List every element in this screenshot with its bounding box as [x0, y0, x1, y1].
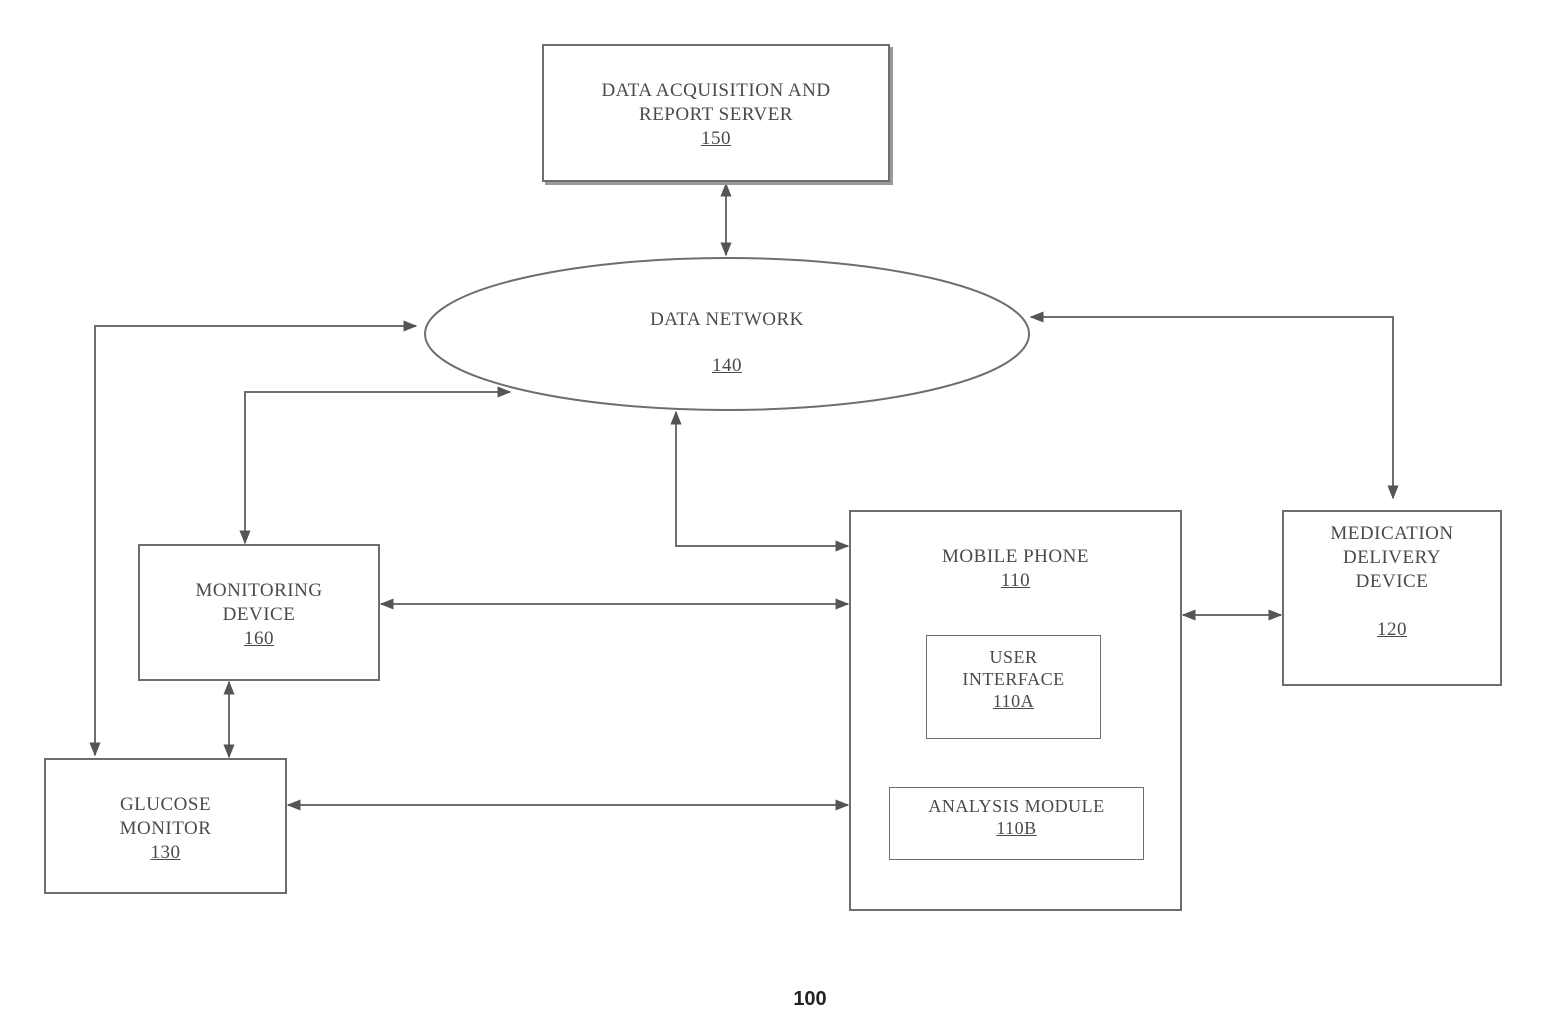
glucose-label-line-2: MONITOR — [46, 817, 285, 841]
medication-label-line-2: DELIVERY — [1284, 546, 1500, 570]
medication-label-line-3: DEVICE — [1284, 570, 1500, 594]
connector-network-phone — [676, 412, 848, 546]
medication-delivery-device-box: MEDICATION DELIVERY DEVICE 120 — [1282, 510, 1502, 686]
data-network-ref: 140 — [600, 355, 854, 377]
ui-label-line-2: INTERFACE — [927, 668, 1100, 690]
server-label-line-1: DATA ACQUISITION AND — [544, 79, 888, 103]
data-acquisition-server-box: DATA ACQUISITION AND REPORT SERVER 150 — [542, 44, 890, 182]
analysis-label-line-1: ANALYSIS MODULE — [890, 795, 1143, 817]
server-ref: 150 — [544, 127, 888, 151]
glucose-ref: 130 — [46, 841, 285, 865]
monitoring-label-line-2: DEVICE — [140, 603, 378, 627]
monitoring-ref: 160 — [140, 627, 378, 651]
glucose-label-line-1: GLUCOSE — [46, 793, 285, 817]
phone-label-line-1: MOBILE PHONE — [851, 545, 1180, 569]
user-interface-box: USER INTERFACE 110A — [926, 635, 1101, 739]
ui-ref: 110A — [927, 690, 1100, 712]
figure-number: 100 — [775, 988, 845, 1011]
medication-label-line-1: MEDICATION — [1284, 522, 1500, 546]
phone-ref: 110 — [851, 569, 1180, 593]
medication-ref: 120 — [1284, 618, 1500, 642]
analysis-ref: 110B — [890, 817, 1143, 839]
glucose-monitor-box: GLUCOSE MONITOR 130 — [44, 758, 287, 894]
server-label-line-2: REPORT SERVER — [544, 103, 888, 127]
data-network-label: DATA NETWORK — [600, 309, 854, 331]
ui-label-line-1: USER — [927, 646, 1100, 668]
data-network-node: DATA NETWORK 140 — [600, 309, 854, 377]
connector-monitoring-network — [245, 392, 510, 543]
monitoring-label-line-1: MONITORING — [140, 579, 378, 603]
connector-network-medication — [1031, 317, 1393, 498]
analysis-module-box: ANALYSIS MODULE 110B — [889, 787, 1144, 860]
connector-glucose-network — [95, 326, 416, 755]
monitoring-device-box: MONITORING DEVICE 160 — [138, 544, 380, 681]
